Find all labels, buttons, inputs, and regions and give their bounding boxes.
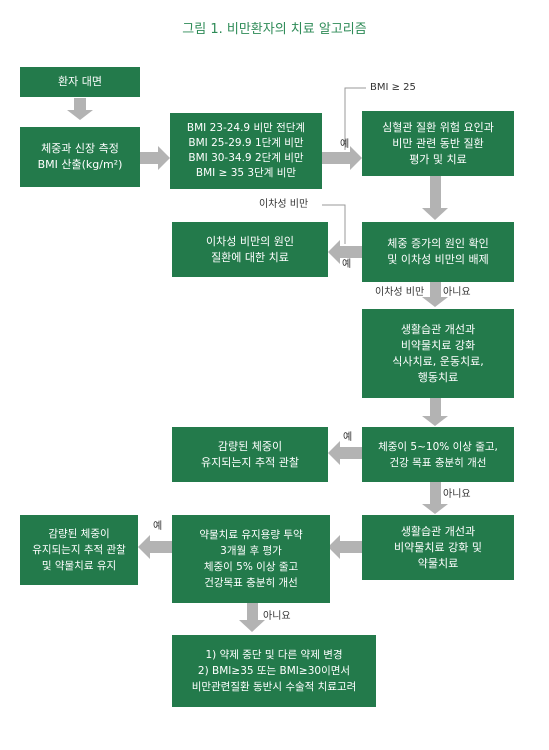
arrow-cause-to-secondary [328, 240, 362, 264]
label-no-final: 아니요 [263, 611, 291, 622]
box-cause-check: 체중 증가의 원인 확인 및 이차성 비만의 배제 [362, 222, 514, 282]
label-yes-maintain: 예 [343, 432, 353, 443]
label-secondary-obesity-top: 이차성 비만 [259, 199, 309, 210]
label-yes-cv: 예 [340, 139, 350, 150]
arrow-bmi-to-cvrisk [322, 146, 362, 170]
label-no-lifestyle2: 아니요 [443, 489, 471, 500]
box-lifestyle-1: 생활습관 개선과 비약물치료 강화 식사치료, 운동치료, 행동치료 [362, 309, 514, 398]
box-lifestyle-2: 생활습관 개선과 비약물치료 강화 및 약물치료 [362, 515, 514, 580]
figure-title: 그림 1. 비만환자의 치료 알고리즘 [182, 22, 367, 37]
arrow-drugeval-to-maintain2 [138, 535, 172, 559]
label-yes-secondary: 예 [342, 259, 352, 270]
box-patient-visit: 환자 대면 [20, 67, 140, 97]
arrow-cause-to-lifestyle1 [422, 282, 448, 307]
label-secondary-obesity-mid: 이차성 비만 [375, 287, 425, 298]
label-bmi-25: BMI ≥ 25 [370, 82, 416, 93]
box-cv-risk-evaluation: 심혈관 질환 위험 요인과 비만 관련 동반 질환 평가 및 치료 [362, 111, 514, 176]
box-final-options: 1) 약제 중단 및 다른 약제 변경 2) BMI≥35 또는 BMI≥30이… [172, 635, 376, 707]
arrow-lifestyle2-to-drugeval [328, 535, 362, 559]
flow-arrows [67, 98, 448, 632]
box-bmi-classification: BMI 23-24.9 비만 전단계 BMI 25-29.9 1단계 비만 BM… [170, 113, 322, 189]
arrow-visit-to-measure [67, 98, 93, 120]
box-weight-loss-goal: 체중이 5~10% 이상 줄고, 건강 목표 충분히 개선 [362, 427, 514, 482]
connector-secondary-obesity [322, 204, 346, 244]
box-secondary-obesity-treatment: 이차성 비만의 원인 질환에 대한 치료 [172, 222, 328, 277]
label-no-lifestyle: 아니요 [443, 287, 471, 298]
box-maintain-followup: 감량된 체중이 유지되는지 추적 관찰 [172, 427, 328, 482]
box-measure-bmi: 체중과 신장 측정 BMI 산출(kg/m²) [20, 127, 140, 187]
arrow-lifestyle1-to-goal [422, 398, 448, 426]
connector-bmi25 [344, 87, 366, 150]
arrow-goal-to-maintain1 [328, 441, 362, 465]
label-yes-maintain-drug: 예 [153, 521, 163, 532]
arrow-cvrisk-to-cause [422, 176, 448, 220]
arrow-goal-to-lifestyle2 [422, 482, 448, 514]
box-drug-evaluation: 약물치료 유지용량 투약 3개월 후 평가 체중이 5% 이상 줄고 건강목표 … [172, 515, 330, 603]
arrow-drugeval-to-final [239, 603, 265, 632]
label-connectors [322, 87, 366, 244]
box-maintain-drug: 감량된 체중이 유지되는지 추적 관찰 및 약물치료 유지 [20, 515, 138, 585]
arrow-measure-to-bmi [140, 146, 170, 170]
